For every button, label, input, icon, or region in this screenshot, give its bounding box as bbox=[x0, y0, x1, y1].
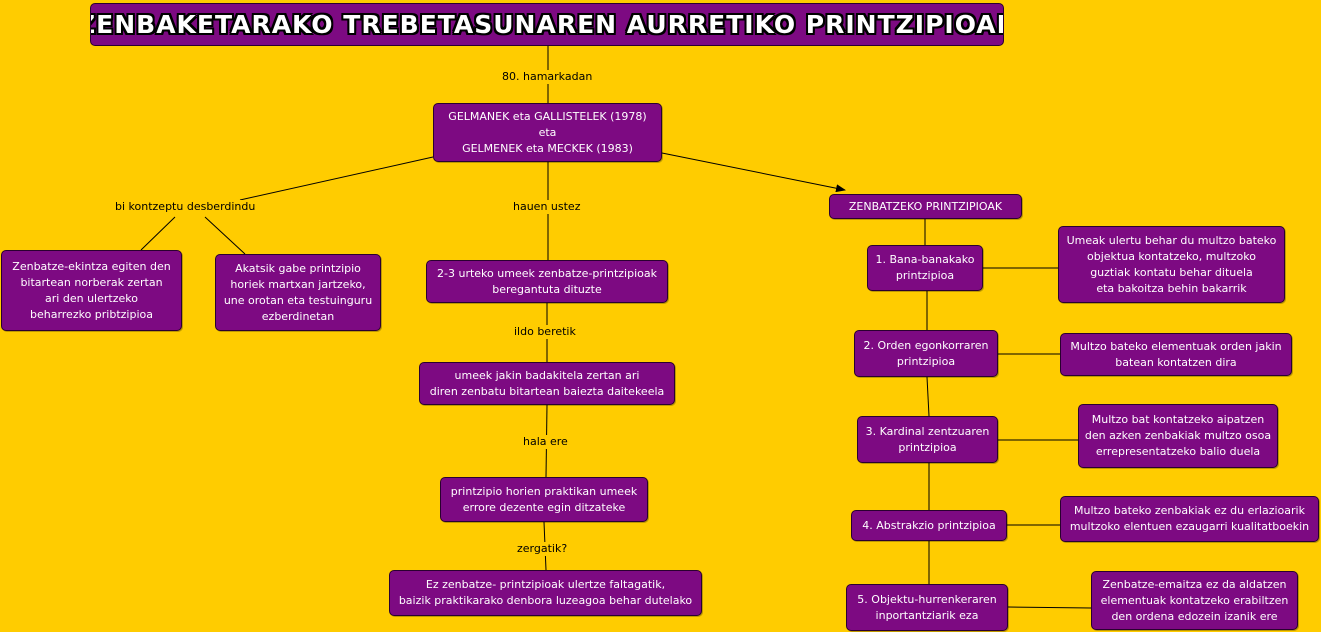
line-root-principles bbox=[661, 152, 846, 193]
principle-node-2[interactable]: 2. Orden egonkorraren printzipioa bbox=[854, 330, 998, 377]
middle-node-confirmed[interactable]: umeek jakin badakitela zertan ari diren … bbox=[419, 362, 675, 405]
line-p2-p3 bbox=[926, 376, 930, 417]
principles-header-node[interactable]: ZENBATZEKO PRINTZIPIOAK bbox=[829, 194, 1022, 219]
line-concepts-right bbox=[204, 216, 246, 255]
principle-node-4[interactable]: 4. Abstrakzio printzipioa bbox=[851, 510, 1007, 541]
link-label-however: hala ere bbox=[521, 435, 570, 449]
link-label-why: zergatik? bbox=[515, 542, 570, 556]
link-label-opinion: hauen ustez bbox=[511, 200, 583, 214]
principle-desc-1[interactable]: Umeak ulertu behar du multzo bateko obje… bbox=[1058, 226, 1285, 303]
link-label-two-concepts: bi kontzeptu desberdindu bbox=[113, 200, 258, 214]
principle-node-3[interactable]: 3. Kardinal zentzuaren printzipioa bbox=[857, 416, 998, 463]
link-label-decade: 80. hamarkadan bbox=[500, 70, 595, 84]
diagram-title: ZENBAKETARAKO TREBETASUNAREN AURRETIKO P… bbox=[90, 3, 1004, 46]
middle-node-acquired[interactable]: 2-3 urteko umeek zenbatze-printzipioak b… bbox=[426, 260, 668, 303]
principle-node-5[interactable]: 5. Objektu-hurrenkeraren inportantziarik… bbox=[846, 584, 1008, 631]
line-p5-desc bbox=[1007, 606, 1092, 609]
line-root-concepts bbox=[239, 156, 434, 201]
line-concepts-left bbox=[140, 216, 176, 251]
principle-desc-3[interactable]: Multzo bat kontatzeko aipatzen den azken… bbox=[1078, 404, 1278, 468]
root-node[interactable]: GELMANEK eta GALLISTELEK (1978) eta GELM… bbox=[433, 103, 662, 162]
principle-node-1[interactable]: 1. Bana-banakako printzipioa bbox=[867, 245, 983, 291]
principle-desc-4[interactable]: Multzo bateko zenbakiak ez du erlazioari… bbox=[1060, 496, 1319, 542]
middle-node-practice-time[interactable]: Ez zenbatze- printzipioak ulertze faltag… bbox=[389, 570, 702, 616]
concept-node-application[interactable]: Akatsik gabe printzipio horiek martxan j… bbox=[215, 254, 381, 331]
concept-node-understanding[interactable]: Zenbatze-ekintza egiten den bitartean no… bbox=[1, 250, 182, 331]
principle-desc-2[interactable]: Multzo bateko elementuak orden jakin bat… bbox=[1060, 333, 1292, 376]
principle-desc-5[interactable]: Zenbatze-emaitza ez da aldatzen elementu… bbox=[1091, 571, 1298, 630]
link-label-same-line: ildo beretik bbox=[512, 325, 578, 339]
middle-node-errors[interactable]: printzipio horien praktikan umeek errore… bbox=[440, 477, 648, 522]
